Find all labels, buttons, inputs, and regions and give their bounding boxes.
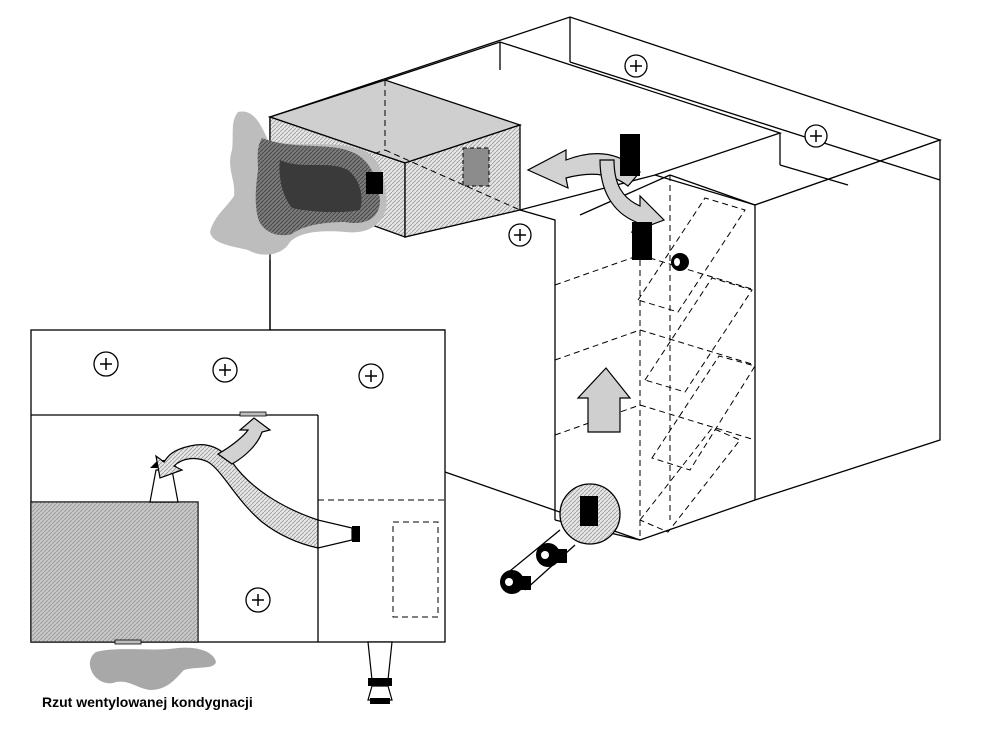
plan-fire-room [30, 501, 199, 643]
roof-fan-grille [620, 134, 640, 176]
flow-arrow-icon [155, 443, 319, 549]
plus-in-circle-icon [358, 363, 384, 389]
plus-in-circle-icon [245, 587, 271, 613]
up-arrow-icon [576, 367, 632, 433]
smoke-core [279, 160, 362, 213]
plan-stair [392, 521, 439, 618]
fan-zoom-grille [580, 496, 598, 526]
plus-in-circle-icon [624, 54, 648, 78]
plan-smoke-spill [89, 647, 216, 690]
shaft-fan-grille [632, 222, 652, 260]
fan-unit-icon [536, 543, 567, 567]
smoke-plume [210, 111, 387, 255]
plus-in-circle-icon [212, 357, 238, 383]
building-right-facade [754, 139, 941, 501]
fan-unit-icon [500, 570, 531, 594]
plus-in-circle-icon [804, 124, 828, 148]
pressure-markers-3d [508, 54, 828, 247]
floor-plan [30, 329, 446, 704]
plus-in-circle-icon [93, 351, 119, 377]
fan-unit-icon [671, 253, 689, 271]
compartment-exhaust-grille [366, 172, 383, 194]
plus-in-circle-icon [508, 223, 532, 247]
plan-bottom-cone [367, 641, 393, 681]
fan-units [500, 253, 689, 594]
roof-airflow [526, 134, 666, 260]
flow-arrow-icon [216, 417, 272, 465]
compartment-door [462, 147, 490, 187]
plan-caption: Rzut wentylowanej kondygnacji [42, 694, 253, 710]
